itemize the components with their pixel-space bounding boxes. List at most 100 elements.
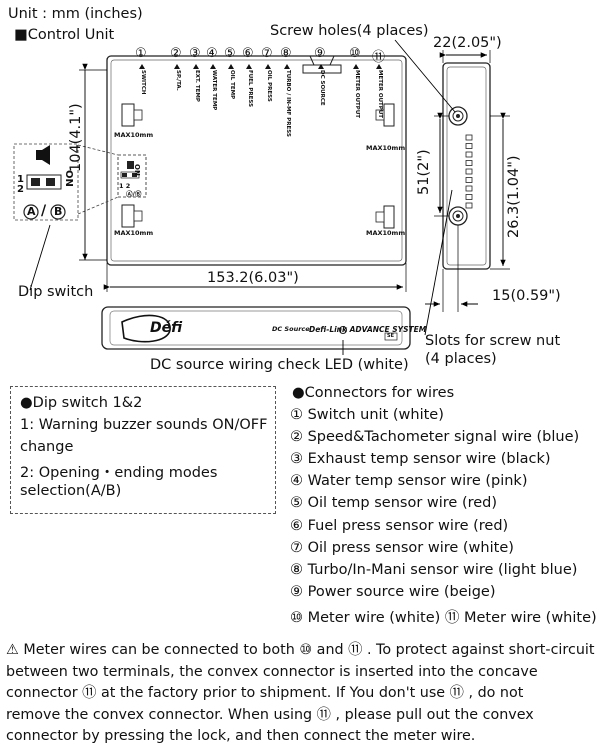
nut-slot (465, 134, 473, 141)
max-label: MAX10mm (366, 144, 406, 152)
dip-box-item: change (20, 439, 74, 455)
note-line: remove the convex connector. When using … (6, 706, 534, 723)
connector-list-item: ⑨ Power source wire (beige) (290, 583, 496, 600)
connector-list-item: ③ Exhaust temp sensor wire (black) (290, 451, 551, 468)
connector-number: ① (135, 46, 147, 61)
connector-label: METER OUTPUT (354, 70, 360, 119)
connector-list-item: ② Speed&Tachometer signal wire (blue) (290, 429, 580, 446)
note-line: ⚠ Meter wires can be connected to both ⑩… (6, 642, 595, 658)
dim-hole-spacing: 51(2") (416, 149, 432, 195)
connector-list-item: ⑧ Turbo/In-Mani sensor wire (light blue) (290, 561, 578, 578)
se-badge: SE (387, 333, 395, 339)
connector-list-item: ④ Water temp sensor wire (pink) (290, 473, 528, 490)
dim-height: 104(4.1") (68, 103, 84, 172)
connector-number: ③ (189, 46, 201, 61)
screw-holes-label: Screw holes(4 places) (270, 23, 429, 39)
buzzer-icon (36, 150, 42, 160)
note-line: connector ⑪ at the factory prior to ship… (6, 685, 524, 701)
screw-nut-slots (465, 134, 473, 209)
warning-note: ⚠ Meter wires can be connected to both ⑩… (6, 640, 604, 748)
dim-width: 153.2(6.03") (207, 270, 299, 286)
dim-hole-offset: 26.3(1.04") (506, 155, 522, 238)
defi-logo-text: Défi (150, 320, 183, 336)
connector-marker (246, 64, 252, 69)
connector-number: ⑦ (261, 46, 273, 61)
connector-number: ⑩ (349, 46, 361, 61)
connector-ports (139, 64, 382, 69)
dip-box-item: 2: Opening・ending modes (20, 465, 218, 481)
connector-label: EXT. TEMP (194, 70, 200, 102)
connector-number: ④ (206, 46, 218, 61)
connector-marker (228, 64, 234, 69)
connector-label: SWITCH (140, 70, 146, 95)
nut-slot (465, 151, 473, 158)
dip-2-label: 2 (17, 184, 24, 195)
dip-12-small: 1 2 (119, 182, 131, 190)
connector-number: ⑤ (224, 46, 236, 61)
dip-box-item: 1: Warning buzzer sounds ON/OFF (20, 417, 268, 433)
connector-number: ⑥ (242, 46, 254, 61)
slots-label: Slots for screw nut (425, 333, 561, 349)
slots-label-2: (4 places) (425, 351, 497, 367)
led-icon (338, 325, 348, 335)
dip-on-label: ON (63, 170, 74, 187)
connector-label: OIL PRESS (266, 70, 272, 102)
nut-slot (465, 160, 473, 166)
connector-number: ⑪ (372, 50, 386, 65)
connector-label: SP./TA. (175, 70, 181, 91)
connector-list-item: ⑤ Oil temp sensor wire (red) (290, 495, 498, 512)
dip-box-item: selection(A/B) (20, 483, 122, 499)
connector-label: DC SOURCE (319, 70, 325, 106)
led-label: DC source wiring check LED (white) (150, 357, 409, 373)
front-view-outline (106, 55, 407, 266)
bottom-view-outline (101, 306, 411, 350)
connector-label: FUEL PRESS (247, 70, 253, 108)
nut-slot (465, 168, 473, 175)
connector-label: TURBO / IN-MF PRESS (285, 70, 291, 137)
connector-marker (353, 64, 359, 69)
connector-marker (376, 64, 382, 69)
dc-source-label: DC Source (272, 325, 310, 333)
note-line: between two terminals, the convex connec… (6, 663, 538, 680)
connector-list-item: ⑩ Meter wire (white) ⑪ Meter wire (white… (290, 609, 597, 626)
connector-marker (210, 64, 216, 69)
nut-slot (465, 185, 473, 192)
defi-logo-swoosh (121, 314, 171, 343)
connector-number: ⑨ (314, 46, 326, 61)
nut-slot (465, 177, 473, 183)
connector-marker (174, 64, 180, 69)
connectors-title: ●Connectors for wires (292, 385, 455, 401)
dip-b-label: B (54, 205, 63, 218)
dip-on-small: ON (133, 164, 141, 176)
connector-list-item: ① Switch unit (white) (290, 407, 444, 423)
connector-number: ⑧ (280, 46, 292, 61)
unit-label: Unit : mm (inches) (8, 6, 143, 22)
section-title: ■Control Unit (14, 27, 115, 43)
max-label: MAX10mm (366, 229, 406, 237)
dip-box-title: ●Dip switch 1&2 (20, 395, 143, 411)
system-label: Defi-Link ADVANCE SYSTEM (309, 325, 427, 334)
nut-slot (465, 194, 473, 200)
connector-marker (139, 64, 145, 69)
note-line: connector by pressing the lock, and then… (6, 728, 476, 744)
side-view-outline (442, 62, 491, 270)
connector-marker (265, 64, 271, 69)
connector-label: METER OUTPUT (377, 70, 383, 119)
nut-slot (465, 143, 473, 149)
dim-side-depth: 22(2.05") (433, 35, 502, 51)
dip-switch-label: Dip switch (18, 284, 94, 300)
connector-marker (318, 64, 324, 69)
dip-a-label: A (27, 205, 36, 218)
dip-1-label: 1 (17, 174, 24, 185)
connector-number: ② (170, 46, 182, 61)
dip-slash-label: / (41, 203, 47, 219)
connector-list-item: ⑥ Fuel press sensor wire (red) (290, 517, 509, 534)
max-label: MAX10mm (114, 229, 154, 237)
connector-marker (284, 64, 290, 69)
connector-marker (193, 64, 199, 69)
dim-side-width: 15(0.59") (492, 288, 561, 304)
connector-label: OIL TEMP (229, 70, 235, 100)
connector-label: WATER TEMP (211, 70, 217, 111)
connector-list-item: ⑦ Oil press sensor wire (white) (290, 539, 514, 556)
